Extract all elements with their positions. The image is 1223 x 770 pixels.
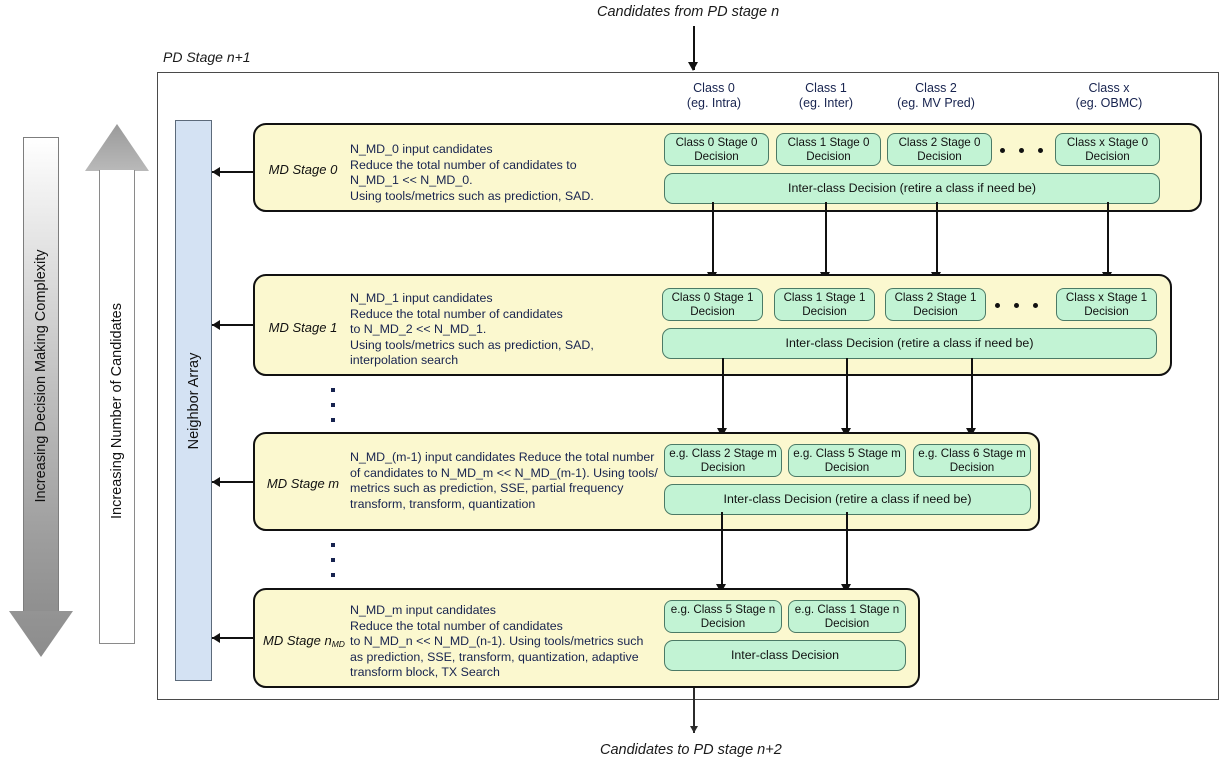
output-arrow-head	[690, 726, 698, 733]
class-header-3: Class x (eg. OBMC)	[1050, 81, 1168, 110]
decision-box-class-6[interactable]: e.g. Class 6 Stage m Decision	[913, 444, 1031, 477]
stage-link-line	[846, 358, 849, 436]
neighbor-array-label: Neighbor Array	[185, 352, 202, 449]
complexity-arrow-head	[9, 611, 73, 657]
neighbor-connector-0	[212, 171, 254, 173]
class-header-example: (eg. OBMC)	[1075, 95, 1143, 110]
neighbor-connector-3	[212, 637, 254, 639]
md-stage-1-name: MD Stage 1	[268, 320, 338, 335]
class-header-title: Class x	[1088, 81, 1130, 95]
candidates-arrow-label: Increasing Number of Candidates	[109, 303, 125, 520]
class-header-title: Class 1	[805, 81, 847, 95]
stage-link-line	[1107, 202, 1110, 280]
output-arrow-line	[693, 688, 695, 733]
class-header-1: Class 1 (eg. Inter)	[767, 81, 885, 110]
md-stage-1: MD Stage 1 N_MD_1 input candidates Reduc…	[253, 274, 1172, 376]
decision-box-class-0[interactable]: Class 0 Stage 0 Decision	[664, 133, 769, 166]
neighbor-connector-1	[212, 324, 254, 326]
stage-link-line	[712, 202, 715, 280]
complexity-arrow-shaft	[23, 137, 59, 612]
md-stage-m: MD Stage m N_MD_(m-1) input candidates R…	[253, 432, 1040, 531]
inter-class-decision-bar[interactable]: Inter-class Decision (retire a class if …	[664, 173, 1160, 204]
decision-box-class-2[interactable]: Class 2 Stage 1 Decision	[885, 288, 986, 321]
decision-box-class-5[interactable]: e.g. Class 5 Stage n Decision	[664, 600, 782, 633]
decision-box-class-5[interactable]: e.g. Class 5 Stage m Decision	[788, 444, 906, 477]
class-header-example: (eg. Inter)	[798, 95, 854, 110]
md-stage-n: MD Stage nMD N_MD_m input candidates Red…	[253, 588, 920, 688]
input-arrow-line	[693, 26, 696, 70]
neighbor-connector-arrow-0	[212, 167, 220, 177]
class-header-2: Class 2 (eg. MV Pred)	[877, 81, 995, 110]
md-stage-1-description: N_MD_1 input candidates Reduce the total…	[350, 291, 594, 368]
decision-box-class-x[interactable]: Class x Stage 1 Decision	[1056, 288, 1157, 321]
candidates-arrow: Increasing Number of Candidates	[85, 124, 149, 656]
decision-ellipsis	[1000, 148, 1043, 153]
decision-ellipsis	[995, 303, 1038, 308]
complexity-arrow: Increasing Decision Making Complexity	[9, 137, 73, 657]
md-stage-0-name: MD Stage 0	[268, 162, 338, 177]
class-header-0: Class 0 (eg. Intra)	[655, 81, 773, 110]
top-caption: Candidates from PD stage n	[597, 4, 780, 20]
decision-box-class-1[interactable]: Class 1 Stage 0 Decision	[776, 133, 881, 166]
inter-class-decision-bar[interactable]: Inter-class Decision	[664, 640, 906, 671]
neighbor-array-block: Neighbor Array	[175, 120, 212, 681]
stage-link-line	[971, 358, 974, 436]
pd-stage-label: PD Stage n+1	[163, 49, 251, 65]
stage-link-line	[825, 202, 828, 280]
class-header-example: (eg. Intra)	[686, 95, 742, 110]
stage-link-line	[722, 358, 725, 436]
md-stage-0: MD Stage 0 N_MD_0 input candidates Reduc…	[253, 123, 1202, 212]
inter-class-decision-bar[interactable]: Inter-class Decision (retire a class if …	[664, 484, 1031, 515]
neighbor-connector-arrow-3	[212, 633, 220, 643]
stage-link-line	[846, 512, 849, 592]
stage-vertical-ellipsis	[331, 543, 335, 577]
neighbor-connector-arrow-2	[212, 477, 220, 487]
class-header-example: (eg. MV Pred)	[897, 95, 975, 110]
md-stage-m-name: MD Stage m	[266, 476, 340, 491]
stage-link-line	[936, 202, 939, 280]
candidates-arrow-shaft	[99, 170, 135, 644]
md-stage-n-name: MD Stage nMD	[263, 633, 345, 649]
decision-box-class-1[interactable]: e.g. Class 1 Stage n Decision	[788, 600, 906, 633]
stage-vertical-ellipsis	[331, 388, 335, 422]
md-stage-n-subscript: MD	[331, 639, 345, 649]
decision-box-class-2[interactable]: Class 2 Stage 0 Decision	[887, 133, 992, 166]
decision-box-class-0[interactable]: Class 0 Stage 1 Decision	[662, 288, 763, 321]
complexity-arrow-label: Increasing Decision Making Complexity	[33, 249, 49, 503]
md-stage-m-description: N_MD_(m-1) input candidates Reduce the t…	[350, 450, 658, 511]
decision-box-class-2[interactable]: e.g. Class 2 Stage m Decision	[664, 444, 782, 477]
candidates-arrow-head	[85, 124, 149, 171]
decision-box-class-1[interactable]: Class 1 Stage 1 Decision	[774, 288, 875, 321]
inter-class-decision-bar[interactable]: Inter-class Decision (retire a class if …	[662, 328, 1157, 359]
bottom-caption: Candidates to PD stage n+2	[600, 742, 782, 758]
decision-box-class-x[interactable]: Class x Stage 0 Decision	[1055, 133, 1160, 166]
md-stage-0-description: N_MD_0 input candidates Reduce the total…	[350, 142, 594, 203]
class-header-title: Class 2	[915, 81, 957, 95]
class-header-title: Class 0	[693, 81, 735, 95]
neighbor-connector-2	[212, 481, 254, 483]
md-stage-n-description: N_MD_m input candidates Reduce the total…	[350, 603, 644, 680]
input-arrow-head	[688, 62, 698, 71]
stage-link-line	[721, 512, 724, 592]
neighbor-connector-arrow-1	[212, 320, 220, 330]
